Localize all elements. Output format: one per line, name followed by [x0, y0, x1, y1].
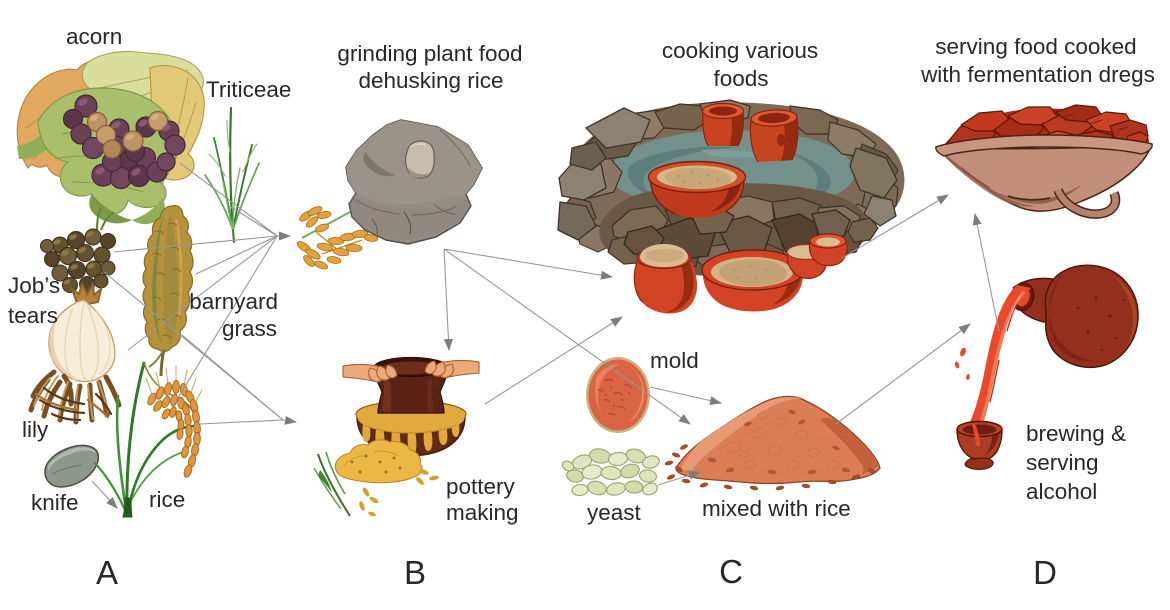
svg-text:Job’s: Job’s	[8, 273, 60, 298]
svg-text:B: B	[404, 554, 426, 591]
svg-text:mixed with rice: mixed with rice	[702, 496, 851, 521]
svg-text:with fermentation dregs: with fermentation dregs	[920, 62, 1155, 87]
svg-text:serving: serving	[1026, 450, 1099, 475]
svg-text:grinding plant food: grinding plant food	[337, 41, 522, 66]
svg-text:pottery: pottery	[446, 474, 516, 499]
svg-text:serving food cooked: serving food cooked	[935, 34, 1136, 59]
svg-text:mold: mold	[650, 348, 699, 373]
svg-text:alcohol: alcohol	[1026, 479, 1097, 504]
svg-text:yeast: yeast	[587, 500, 642, 525]
svg-text:knife: knife	[31, 490, 79, 515]
svg-text:foods: foods	[713, 66, 768, 91]
svg-text:making: making	[446, 500, 519, 525]
svg-text:grass: grass	[222, 316, 277, 341]
svg-text:Triticeae: Triticeae	[206, 77, 291, 102]
svg-text:A: A	[96, 554, 118, 591]
svg-text:barnyard: barnyard	[189, 289, 278, 314]
svg-text:C: C	[719, 553, 743, 590]
svg-text:tears: tears	[8, 303, 58, 328]
svg-text:acorn: acorn	[66, 24, 122, 49]
svg-text:D: D	[1033, 554, 1057, 591]
svg-text:rice: rice	[149, 487, 185, 512]
svg-text:dehusking rice: dehusking rice	[358, 68, 503, 93]
svg-text:cooking various: cooking various	[662, 38, 818, 63]
svg-text:lily: lily	[22, 417, 49, 442]
svg-text:brewing &: brewing &	[1026, 421, 1126, 446]
